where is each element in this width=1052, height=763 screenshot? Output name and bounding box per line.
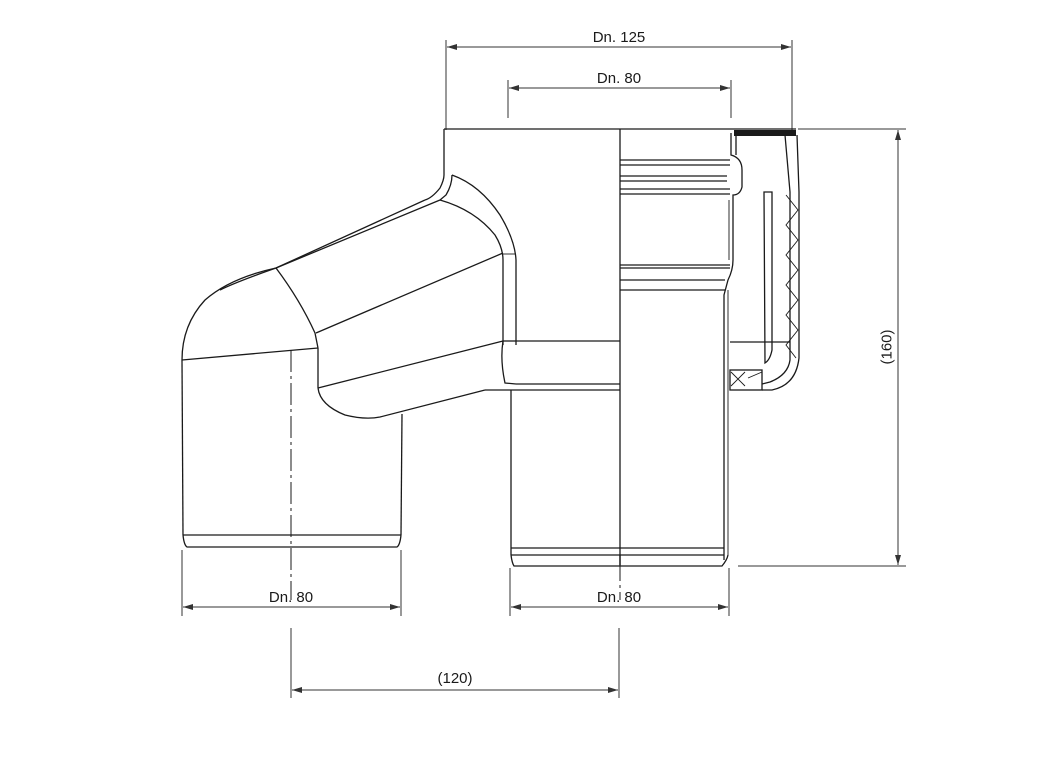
dimension-dn80-bottom-left [181, 550, 402, 616]
label-height-160: (160) [878, 329, 896, 365]
dimension-dn80-bottom-right [509, 568, 730, 616]
offset-elbow [181, 174, 620, 419]
label-dn80-bottom-left: Dn. 80 [268, 589, 314, 606]
dimension-height-160 [738, 128, 906, 567]
dimension-dn80-top [507, 80, 732, 118]
inner-sleeve [620, 133, 743, 560]
label-dn80-bottom-right: Dn. 80 [596, 589, 642, 606]
left-outlet-pipe [181, 359, 403, 548]
label-offset-120: (120) [437, 670, 473, 687]
top-cap [443, 128, 796, 565]
label-dn125: Dn. 125 [592, 29, 646, 46]
trap-chamber [729, 130, 800, 391]
dimension-offset-120 [290, 628, 620, 698]
label-dn80-top: Dn. 80 [596, 70, 642, 87]
dimension-dn125 [445, 40, 793, 130]
right-outlet-pipe [510, 390, 729, 567]
